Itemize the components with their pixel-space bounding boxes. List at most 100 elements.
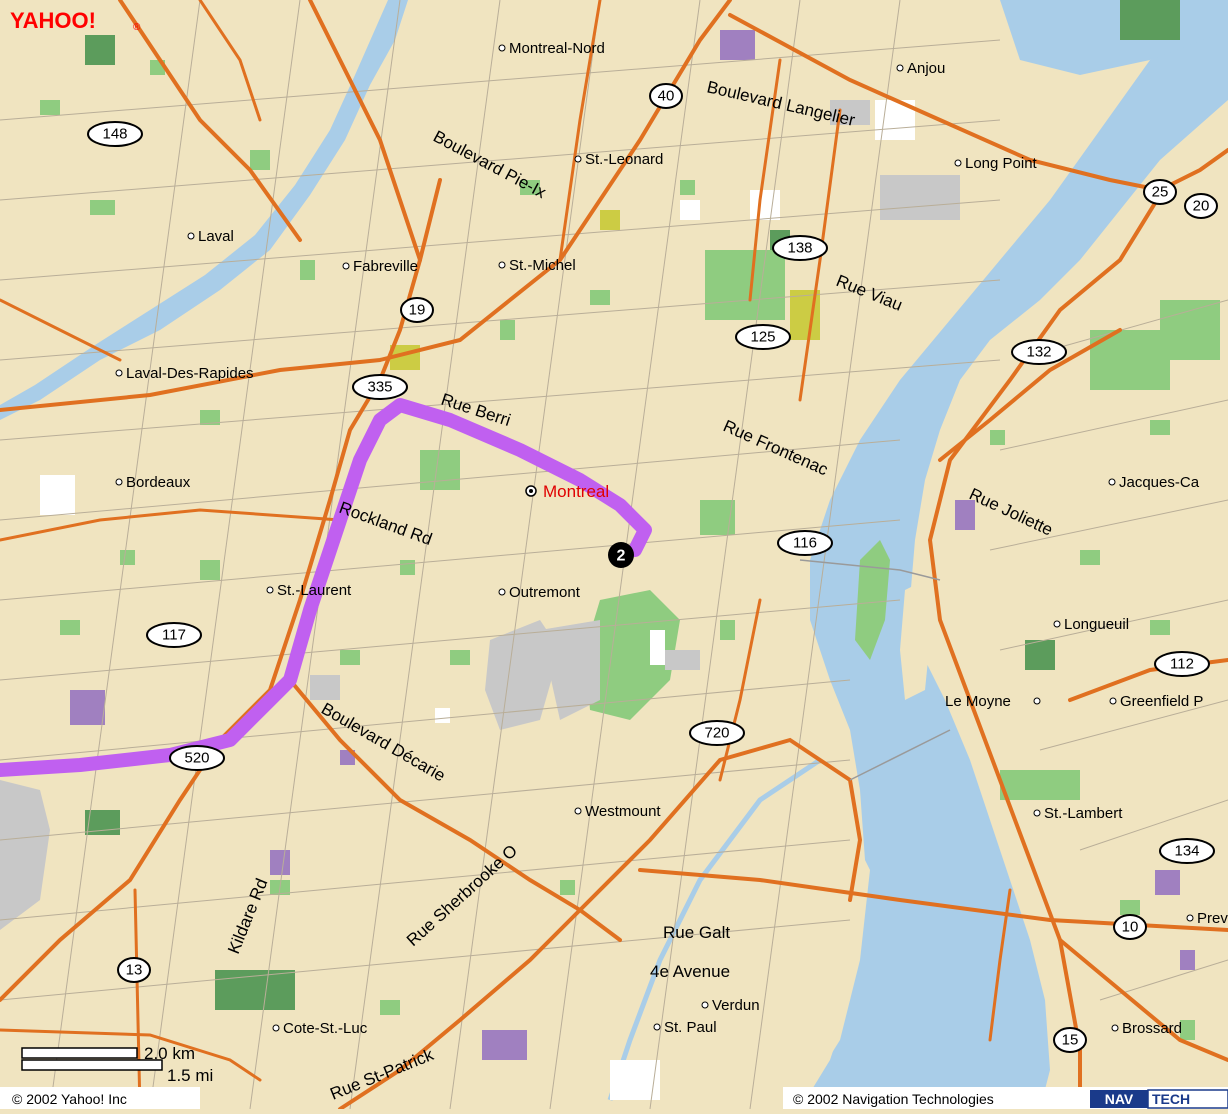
forest (1025, 640, 1055, 670)
arterial-road (988, 888, 1012, 1042)
svg-text:Fabreville: Fabreville (353, 258, 418, 275)
svg-text:15: 15 (1062, 1032, 1079, 1049)
arterial-road (0, 298, 122, 362)
place-fabreville[interactable]: Fabreville (342, 258, 418, 275)
highway-shields: 40 148 25 20 138 19 125 132 335 116 117 … (87, 83, 1218, 1053)
svg-text:138: 138 (787, 240, 812, 257)
svg-text:Anjou: Anjou (907, 60, 945, 77)
highway-40-east (728, 13, 1162, 192)
highway-shield[interactable]: 19 (400, 297, 434, 323)
place-laval[interactable]: Laval (187, 228, 234, 245)
park-areas (40, 0, 1220, 1040)
place-montreal[interactable]: Montreal (525, 482, 609, 501)
highway-shield[interactable]: 520 (169, 745, 225, 771)
svg-text:Brossard: Brossard (1122, 1020, 1182, 1037)
place-st-lambert[interactable]: St.-Lambert (1033, 805, 1123, 822)
place-le-moyne[interactable]: Le Moyne (945, 693, 1041, 710)
highway-25 (1158, 148, 1228, 192)
svg-text:132: 132 (1026, 344, 1051, 361)
white-area (750, 190, 780, 220)
highway-138 (938, 328, 1122, 462)
place-prevost[interactable]: Prev (1186, 910, 1228, 927)
svg-text:Laval: Laval (198, 228, 234, 245)
place-westmount[interactable]: Westmount (574, 803, 661, 820)
park (1160, 300, 1220, 360)
place-st-michel[interactable]: St.-Michel (498, 257, 576, 274)
svg-text:Greenfield P: Greenfield P (1120, 693, 1203, 710)
highway-shield[interactable]: 112 (1154, 651, 1210, 677)
highway-shield[interactable]: 125 (735, 324, 791, 350)
svg-text:Montreal-Nord: Montreal-Nord (509, 40, 605, 57)
highway-shield[interactable]: 13 (117, 957, 151, 983)
svg-text:112: 112 (1170, 656, 1194, 673)
arterial-road (133, 888, 142, 1111)
svg-text:20: 20 (1193, 198, 1210, 215)
svg-text:520: 520 (184, 750, 209, 767)
place-laval-des-rapides[interactable]: Laval-Des-Rapides (115, 365, 254, 382)
copyright-navtech: © 2002 Navigation Technologies (793, 1091, 994, 1107)
place-bordeaux[interactable]: Bordeaux (115, 474, 191, 491)
svg-text:40: 40 (658, 88, 675, 105)
highway-shield[interactable]: 25 (1143, 179, 1177, 205)
place-jacques-cartier[interactable]: Jacques-Ca (1108, 474, 1200, 491)
bridges (799, 559, 951, 781)
svg-text:117: 117 (162, 627, 186, 644)
highway-shield[interactable]: 40 (649, 83, 683, 109)
place-anjou[interactable]: Anjou (896, 60, 945, 77)
place-st-paul[interactable]: St. Paul (653, 1019, 717, 1036)
place-montreal-nord[interactable]: Montreal-Nord (498, 40, 605, 57)
yahoo-logo[interactable]: YAHOO! (10, 8, 96, 33)
highway-132 (1058, 938, 1228, 1062)
highway-10 (638, 868, 1228, 932)
highway-shield[interactable]: 138 (772, 235, 828, 261)
highway-shield[interactable]: 720 (689, 720, 745, 746)
route-path (0, 398, 652, 777)
svg-text:St.-Lambert: St.-Lambert (1044, 805, 1123, 822)
institution (270, 850, 290, 875)
highway-shield[interactable]: 116 (777, 530, 833, 556)
highway-shield[interactable]: 148 (87, 121, 143, 147)
svg-text:Verdun: Verdun (712, 997, 760, 1014)
highway-shield[interactable]: 20 (1184, 193, 1218, 219)
place-brossard[interactable]: Brossard (1111, 1020, 1182, 1037)
institution (955, 500, 975, 530)
svg-text:335: 335 (367, 379, 392, 396)
place-greenfield-park[interactable]: Greenfield P (1109, 693, 1203, 710)
island-notre-dame (900, 580, 930, 700)
highway-19 (308, 0, 422, 262)
svg-text:134: 134 (1174, 843, 1199, 860)
waypoint-marker[interactable]: 2 (608, 542, 634, 568)
registered-mark-icon: ® (133, 22, 141, 33)
highway-shield[interactable]: 132 (1011, 339, 1067, 365)
svg-text:Bordeaux: Bordeaux (126, 474, 191, 491)
arterial-road (748, 58, 782, 302)
svg-text:19: 19 (409, 302, 426, 319)
institution (70, 690, 105, 725)
place-st-leonard[interactable]: St.-Leonard (574, 151, 663, 168)
svg-text:10: 10 (1122, 919, 1139, 936)
svg-text:St. Paul: St. Paul (664, 1019, 717, 1036)
place-cote-st-luc[interactable]: Cote-St.-Luc (272, 1020, 368, 1037)
park (600, 210, 620, 230)
highway-shield[interactable]: 134 (1159, 838, 1215, 864)
navtech-logo: NAV TECH (1090, 1089, 1228, 1109)
place-long-point[interactable]: Long Point (954, 155, 1038, 172)
scale-km: 2.0 km (144, 1044, 195, 1063)
svg-text:Long Point: Long Point (965, 155, 1038, 172)
forest (1120, 0, 1180, 40)
copyright-left-bg (0, 1087, 200, 1109)
highway-shield[interactable]: 335 (352, 374, 408, 400)
highway-shield[interactable]: 10 (1113, 914, 1147, 940)
place-st-laurent[interactable]: St.-Laurent (266, 582, 352, 599)
highway-shield[interactable]: 15 (1053, 1027, 1087, 1053)
highway-shield[interactable]: 117 (146, 622, 202, 648)
place-outremont[interactable]: Outremont (498, 584, 581, 601)
svg-text:St.-Laurent: St.-Laurent (277, 582, 352, 599)
waypoint-label: 2 (617, 548, 626, 565)
place-longueuil[interactable]: Longueuil (1053, 616, 1129, 633)
place-verdun[interactable]: Verdun (701, 997, 760, 1014)
forest (215, 970, 295, 1010)
